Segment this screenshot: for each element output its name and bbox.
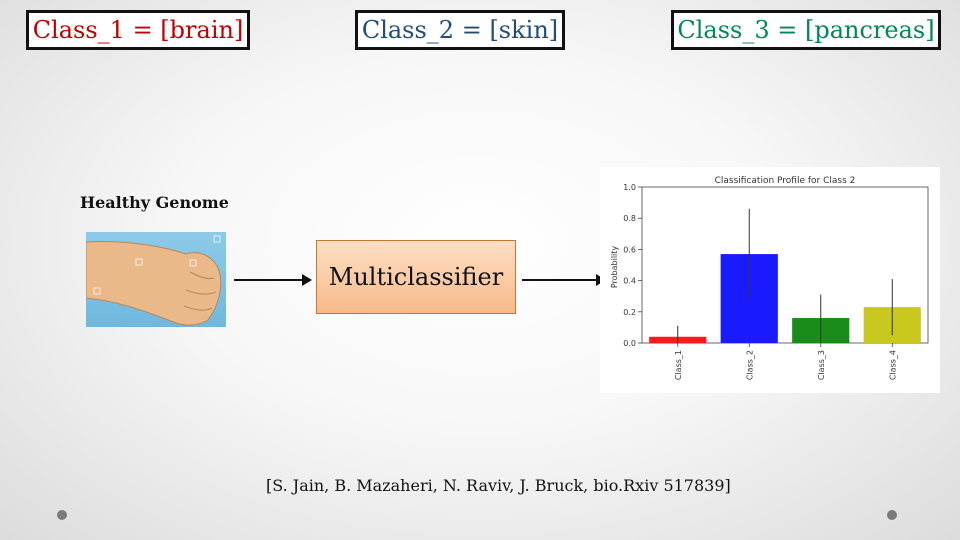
y-tick-label: 0.2 (623, 308, 636, 317)
arrow-classifier-to-chart (522, 279, 604, 281)
y-tick-label: 0.4 (623, 277, 636, 286)
x-tick-label: Class_3 (817, 350, 826, 380)
chart-y-axis-label: Probability (610, 246, 619, 289)
y-tick-label: 1.0 (623, 183, 636, 192)
multiclassifier-box: Multiclassifier (316, 240, 516, 314)
arrow-genome-to-classifier (234, 279, 310, 281)
y-tick-label: 0.8 (623, 214, 636, 223)
y-tick-label: 0.6 (623, 245, 636, 254)
arm-fist-photo (86, 232, 226, 327)
x-tick-label: Class_1 (674, 350, 683, 380)
citation-text: [S. Jain, B. Mazaheri, N. Raviv, J. Bruc… (266, 476, 731, 495)
slide-dot-left (57, 510, 67, 520)
class-2-label: Class_2 = [skin] (355, 10, 565, 50)
chart-title: Classification Profile for Class 2 (715, 176, 856, 186)
x-tick-label: Class_4 (888, 350, 897, 380)
chart-svg: Classification Profile for Class 2 Proba… (600, 167, 940, 393)
classification-profile-chart: Classification Profile for Class 2 Proba… (600, 167, 940, 393)
slide-dot-right (887, 510, 897, 520)
class-3-label: Class_3 = [pancreas] (671, 10, 941, 50)
y-tick-label: 0.0 (623, 339, 636, 348)
class-1-label: Class_1 = [brain] (26, 10, 250, 50)
x-tick-label: Class_2 (745, 350, 754, 380)
healthy-genome-label: Healthy Genome (80, 193, 229, 212)
